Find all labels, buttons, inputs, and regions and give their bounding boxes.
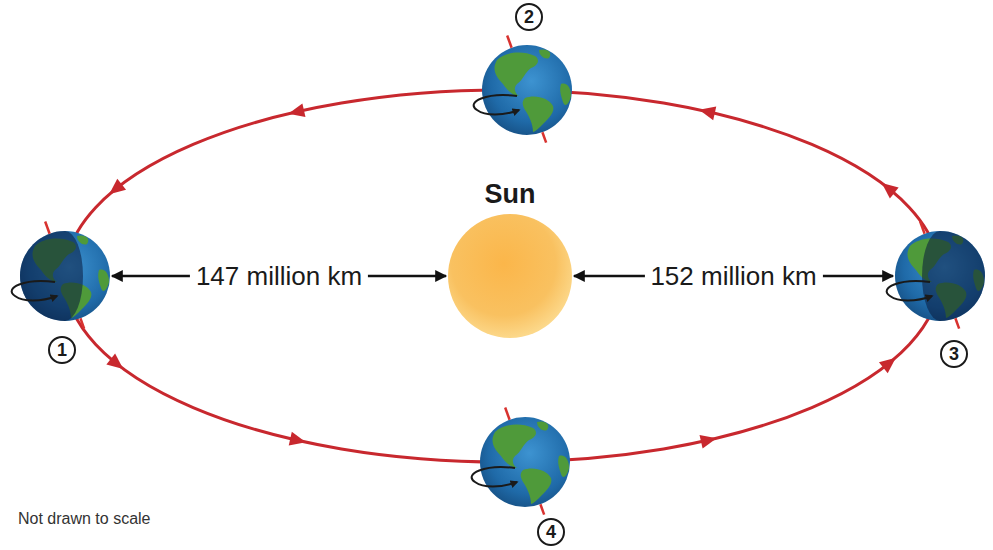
orbit-arrowhead xyxy=(698,103,717,120)
sun-disc xyxy=(448,214,572,338)
orbit-arrowhead xyxy=(877,178,898,199)
earth-globe: 1 xyxy=(20,231,110,321)
sun-label: Sun xyxy=(485,179,536,210)
distance-label: 147 million km xyxy=(190,261,368,291)
orbit-arrowhead xyxy=(287,103,306,120)
orbit-arrowhead xyxy=(879,352,900,373)
orbit-arrowhead xyxy=(700,431,719,448)
callout-number: 2 xyxy=(515,3,543,31)
orbit-arrowhead xyxy=(105,179,126,200)
earth-globe-art xyxy=(20,231,110,321)
sun-circle: Sun xyxy=(448,214,572,338)
callout-number: 3 xyxy=(940,340,968,368)
orbit-arrowhead xyxy=(106,353,127,374)
earth-globe-art xyxy=(482,45,572,135)
orbit-path xyxy=(65,90,940,462)
earth-globe: 4 xyxy=(480,417,570,507)
earth-globe: 2 xyxy=(482,45,572,135)
orbit-arrowhead xyxy=(289,432,308,449)
callout-number: 1 xyxy=(48,336,76,364)
orbit-arrows xyxy=(105,103,900,449)
callout-number: 4 xyxy=(537,518,565,546)
earth-globe-art xyxy=(480,417,570,507)
earth-globe: 3 xyxy=(895,231,985,321)
scale-note: Not drawn to scale xyxy=(18,510,151,528)
earth-globe-art xyxy=(895,231,985,321)
distance-label: 152 million km xyxy=(644,261,822,291)
